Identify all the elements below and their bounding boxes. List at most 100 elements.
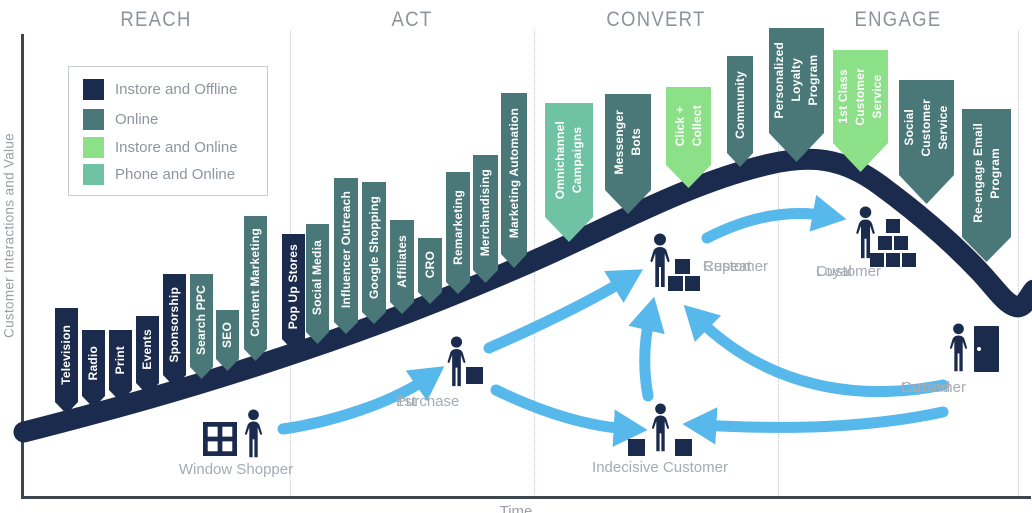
legend-item-instore_online: Instore and Online xyxy=(83,137,238,158)
channel-banner-events: Events xyxy=(136,316,159,395)
purchase-box-icon xyxy=(628,439,645,456)
channel-banner-seo: SEO xyxy=(216,310,239,371)
channel-banner-label: Print xyxy=(113,345,127,375)
channel-banner-search-ppc: Search PPC xyxy=(190,274,213,379)
stage-indecisive-customer: Indecisive Customer xyxy=(592,403,728,483)
channel-banner-cro: CRO xyxy=(418,238,442,304)
channel-banner-omnichannel-campaigns: Omnichannel Campaigns xyxy=(545,103,593,242)
arrow-lapsed-customer-to-indecisive-customer xyxy=(682,406,949,445)
legend-label: Online xyxy=(115,111,159,128)
channel-banner-label: Marketing Automation xyxy=(506,108,521,239)
channel-banner-print: Print xyxy=(109,330,132,402)
channel-banner-content-marketing: Content Marketing xyxy=(244,216,267,361)
channel-banner-click-collect: Click + Collect xyxy=(666,87,711,188)
channel-banner-label: Sponsorship xyxy=(167,286,181,363)
window-icon xyxy=(203,422,237,456)
channel-banner-label: Re-engage Email Program xyxy=(970,123,1002,223)
person-icon xyxy=(949,323,968,372)
channel-banner-label: Pop Up Stores xyxy=(286,243,300,330)
channel-banner-label: Click + Collect xyxy=(672,105,704,147)
channel-banner-1st-class-customer-service: 1st Class Customer Service xyxy=(833,50,888,172)
x-axis-line xyxy=(21,496,1031,499)
y-axis-line xyxy=(21,34,24,498)
channel-banner-label: Community xyxy=(732,70,747,139)
phase-divider-convert-engage xyxy=(778,30,779,497)
channel-banner-google-shopping: Google Shopping xyxy=(362,182,386,324)
phase-header-engage: ENGAGE xyxy=(854,8,942,31)
channel-banner-label: Affiliates xyxy=(394,234,409,288)
legend-swatch-icon xyxy=(83,79,104,100)
channel-banner-label: Content Marketing xyxy=(248,228,262,337)
legend-item-instore_offline: Instore and Offline xyxy=(83,79,237,100)
legend-item-phone_online: Phone and Online xyxy=(83,164,235,185)
arrow-window-shopper-to-first-purchase xyxy=(277,366,445,435)
channel-banner-label: Messenger Bots xyxy=(612,109,643,175)
legend-label: Instore and Online xyxy=(115,139,238,156)
purchase-box-icon xyxy=(675,259,690,274)
channel-banner-personalized-loyalty-program: Personalized Loyalty Program xyxy=(769,28,824,162)
channel-banner-label: Omnichannel Campaigns xyxy=(553,120,584,200)
channel-banner-label: 1st Class Customer Service xyxy=(836,67,884,126)
phase-header-act: ACT xyxy=(391,8,433,31)
channel-banner-label: Radio xyxy=(86,345,100,381)
phase-header-reach: REACH xyxy=(120,8,192,31)
arrow-first-purchase-to-indecisive-customer xyxy=(490,384,648,447)
arrow-first-purchase-to-repeat-customer xyxy=(483,269,643,354)
channel-banner-label: Influencer Outreach xyxy=(338,191,353,309)
person-icon xyxy=(651,403,670,452)
channel-banner-label: CRO xyxy=(422,251,437,279)
channel-banner-influencer-outreach: Influencer Outreach xyxy=(334,178,358,334)
channel-banner-label: Google Shopping xyxy=(366,195,381,299)
purchase-box-icon xyxy=(675,439,692,456)
purchase-box-icon xyxy=(902,253,916,267)
channel-banner-marketing-automation: Marketing Automation xyxy=(501,93,527,268)
channel-banner-label: Search PPC xyxy=(194,285,208,356)
stage-label: Window Shopper xyxy=(178,461,294,478)
arrow-lapsed-customer-to-repeat-customer xyxy=(683,304,949,398)
channel-banner-re-engage-email-program: Re-engage Email Program xyxy=(962,109,1011,262)
channel-banner-merchandising: Merchandising xyxy=(473,155,498,283)
channel-banner-television: Television xyxy=(55,308,78,414)
legend-item-online: Online xyxy=(83,109,158,130)
channel-banner-label: Merchandising xyxy=(478,168,492,257)
legend-swatch-icon xyxy=(83,137,104,158)
channel-banner-radio: Radio xyxy=(82,330,105,408)
door-icon xyxy=(974,326,999,372)
legend-label: Instore and Offline xyxy=(115,81,238,98)
channel-banner-messenger-bots: Messenger Bots xyxy=(605,94,651,214)
purchase-box-icon xyxy=(685,276,700,291)
channel-banner-sponsorship: Sponsorship xyxy=(163,274,186,387)
channel-banner-label: Social Media xyxy=(310,240,324,316)
stage-window-shopper: Window Shopper xyxy=(179,409,322,489)
purchase-box-icon xyxy=(870,253,884,267)
stage-repeat-customer: Repeat Customer xyxy=(645,232,785,302)
purchase-box-icon xyxy=(466,367,483,384)
channel-banner-label: SEO xyxy=(220,321,234,348)
person-icon xyxy=(244,409,263,458)
stage-loyal-customer: Loyal Customer xyxy=(816,206,950,306)
purchase-box-icon xyxy=(668,276,683,291)
channel-banner-label: Remarketing xyxy=(450,189,465,265)
purchase-box-icon xyxy=(878,236,892,250)
legend-swatch-icon xyxy=(83,109,104,130)
purchase-box-icon xyxy=(886,219,900,233)
channel-banner-social-media: Social Media xyxy=(306,224,329,344)
purchase-box-icon xyxy=(894,236,908,250)
channel-banner-social-customer-service: Social Customer Service xyxy=(899,80,954,204)
channel-banner-community: Community xyxy=(727,56,753,167)
channel-banner-remarketing: Remarketing xyxy=(446,172,470,294)
legend-swatch-icon xyxy=(83,164,104,185)
stage-first-purchase: 1st Purchase xyxy=(396,336,516,426)
purchase-box-icon xyxy=(886,253,900,267)
channel-banner-pop-up-stores: Pop Up Stores xyxy=(282,234,305,351)
channel-banner-label: Events xyxy=(140,329,154,370)
channel-banner-label: Television xyxy=(59,325,73,385)
phase-header-convert: CONVERT xyxy=(606,8,706,31)
arrow-indecisive-customer-to-repeat-customer xyxy=(628,296,665,402)
phase-divider-right-edge xyxy=(1018,30,1019,497)
person-icon xyxy=(856,206,875,259)
stage-label: Indecisive Customer xyxy=(592,459,728,476)
